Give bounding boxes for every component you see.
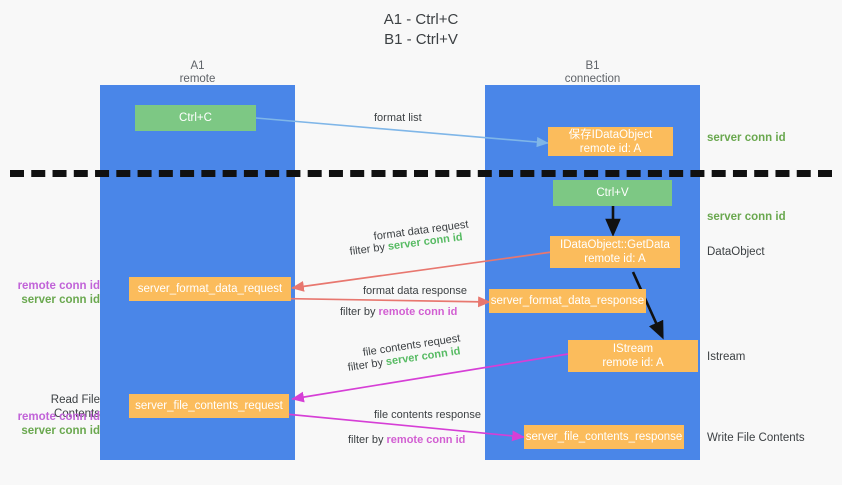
caption-filter-value-remote-1: remote conn id xyxy=(378,306,458,318)
phase-divider xyxy=(10,170,832,177)
caption-filter-prefix-1: filter by xyxy=(349,240,389,258)
label-server-conn-id-left-top: server conn id xyxy=(21,294,100,306)
column-b1-sub: connection xyxy=(564,73,621,85)
label-server-conn-id-left-bottom: server conn id xyxy=(21,425,100,437)
column-a1-sub: remote xyxy=(179,73,216,85)
caption-filter-prefix-2: filter by xyxy=(340,306,379,318)
box-server-file-contents-response[interactable]: server_file_contents_response xyxy=(524,425,684,449)
label-remote-conn-id-bottom: remote conn id xyxy=(17,411,100,423)
label-remote-conn-id-top: remote conn id xyxy=(17,280,100,292)
label-server-conn-id-mid: server conn id xyxy=(707,211,786,223)
box-ctrl-v[interactable]: Ctrl+V xyxy=(553,180,672,206)
caption-format-list: format list xyxy=(374,112,422,124)
box-istream[interactable]: IStream remote id: A xyxy=(568,340,698,372)
column-a1-name: A1 xyxy=(190,60,205,72)
box-server-file-contents-request[interactable]: server_file_contents_request xyxy=(129,394,289,418)
caption-filter-value-remote-2: remote conn id xyxy=(386,434,466,446)
caption-file-contents-response-filter: filter by remote conn id xyxy=(348,434,465,446)
caption-filter-prefix-4: filter by xyxy=(348,434,387,446)
box-server-format-data-request[interactable]: server_format_data_request xyxy=(129,277,291,301)
label-conn-pair-top: remote conn id server conn id xyxy=(8,279,100,307)
column-header-a1: A1 remote xyxy=(100,60,295,86)
box-save-idataobject[interactable]: 保存IDataObject remote id: A xyxy=(548,127,673,156)
label-dataobject: DataObject xyxy=(707,246,765,258)
label-server-conn-id-top: server conn id xyxy=(707,132,786,144)
label-write-file-contents: Write File Contents xyxy=(707,432,805,444)
caption-filter-prefix-3: filter by xyxy=(347,356,387,374)
caption-format-data-response-filter: filter by remote conn id xyxy=(340,306,457,318)
column-header-b1: B1 connection xyxy=(485,60,700,86)
caption-file-contents-response: file contents response xyxy=(374,409,482,421)
box-idataobject-getdata[interactable]: IDataObject::GetData remote id: A xyxy=(550,236,680,268)
label-istream: Istream xyxy=(707,351,746,363)
box-ctrl-c[interactable]: Ctrl+C xyxy=(135,105,256,131)
box-server-format-data-response[interactable]: server_format_data_response xyxy=(489,289,646,313)
label-conn-pair-bottom: remote conn id server conn id xyxy=(8,410,100,438)
column-b1-name: B1 xyxy=(585,60,600,72)
page-title: A1 - Ctrl+C B1 - Ctrl+V xyxy=(383,11,459,48)
caption-format-data-response: format data response xyxy=(363,285,467,297)
label-read-file-contents: Read File Contents xyxy=(50,394,100,420)
